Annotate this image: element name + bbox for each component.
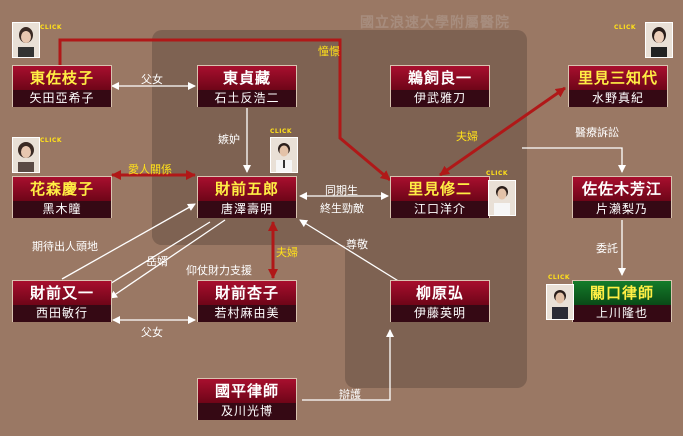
node-satomi-michiyo[interactable]: 里見三知代水野真紀 <box>568 65 668 107</box>
portrait-zaizen-photo[interactable] <box>270 137 298 173</box>
actor-name: 片瀨梨乃 <box>573 201 671 218</box>
label-in-law: 岳婿 <box>146 255 168 268</box>
node-sasaki[interactable]: 佐佐木芳江片瀨梨乃 <box>572 176 672 218</box>
actor-name: 若村麻由美 <box>198 305 296 322</box>
role-name: 東貞藏 <box>198 66 296 90</box>
label-lover-relationship: 愛人關係 <box>128 163 172 176</box>
portrait-sekiguchi-photo[interactable] <box>546 284 574 320</box>
node-yanagihara[interactable]: 柳原弘伊藤英明 <box>390 280 490 322</box>
edge-in-law <box>99 221 211 291</box>
role-name: 東佐枝子 <box>13 66 111 90</box>
node-satomi-shuji[interactable]: 里見修二江口洋介 <box>390 176 490 218</box>
actor-name: 水野真紀 <box>569 90 667 107</box>
label-jealousy: 嫉妒 <box>218 133 240 146</box>
actor-name: 伊藤英明 <box>391 305 489 322</box>
click-tag[interactable]: CLICK <box>40 24 63 31</box>
portrait-hanamori-photo[interactable] <box>12 137 40 173</box>
actor-name: 上川隆也 <box>573 305 671 322</box>
label-zaizen-couple: 夫婦 <box>276 246 298 259</box>
actor-name: 唐澤壽明 <box>198 201 296 218</box>
node-zaizen-goro[interactable]: 財前五郎唐澤壽明 <box>197 176 297 218</box>
actor-name: 伊武雅刀 <box>391 90 489 107</box>
actor-name: 西田敏行 <box>13 305 111 322</box>
role-name: 鵜飼良一 <box>391 66 489 90</box>
label-respect: 尊敬 <box>346 238 368 251</box>
node-zaizen-kyoko[interactable]: 財前杏子若村麻由美 <box>197 280 297 322</box>
role-name: 國平律師 <box>198 379 296 403</box>
role-name: 里見三知代 <box>569 66 667 90</box>
click-tag[interactable]: CLICK <box>486 170 509 177</box>
hospital-watermark: 國立浪速大學附屬醫院 <box>360 15 510 31</box>
role-name: 財前又一 <box>13 281 111 305</box>
role-name: 佐佐木芳江 <box>573 177 671 201</box>
label-father-daughter-2: 父女 <box>141 326 163 339</box>
edge-mataichi-expects <box>61 203 196 280</box>
node-higashi-teizo[interactable]: 東貞藏石土反浩二 <box>197 65 297 107</box>
edge-yanagihara-respects <box>299 219 401 283</box>
actor-name: 石土反浩二 <box>198 90 296 107</box>
edge-defense <box>302 329 394 401</box>
click-tag[interactable]: CLICK <box>40 137 63 144</box>
node-ukai[interactable]: 鵜飼良一伊武雅刀 <box>390 65 490 107</box>
role-name: 柳原弘 <box>391 281 489 305</box>
edge-saeko-admires-satomi <box>58 38 391 182</box>
label-father-daughter: 父女 <box>141 73 163 86</box>
click-tag[interactable]: CLICK <box>548 274 571 281</box>
role-name: 財前五郎 <box>198 177 296 201</box>
label-lifelong-rivals: 終生勁敵 <box>320 202 364 215</box>
click-tag[interactable]: CLICK <box>614 24 637 31</box>
role-name: 花森慶子 <box>13 177 111 201</box>
actor-name: 黑木瞳 <box>13 201 111 218</box>
node-higashi-saeko[interactable]: 東佐枝子矢田亞希子 <box>12 65 112 107</box>
label-defense: 辯護 <box>339 388 361 401</box>
edge-satomi-couple <box>439 86 566 177</box>
portrait-saeko-photo[interactable] <box>12 22 40 58</box>
node-hanamori[interactable]: 花森慶子黑木瞳 <box>12 176 112 218</box>
portrait-satomi-photo[interactable] <box>488 180 516 216</box>
role-name: 財前杏子 <box>198 281 296 305</box>
label-admiration: 憧憬 <box>318 45 340 58</box>
node-kunihira[interactable]: 國平律師及川光博 <box>197 378 297 420</box>
actor-name: 及川光博 <box>198 403 296 420</box>
label-satomi-couple: 夫婦 <box>456 130 478 143</box>
label-expects-success: 期待出人頭地 <box>32 240 98 253</box>
label-malpractice-suit: 醫療訴訟 <box>575 126 619 139</box>
label-commission: 委託 <box>596 242 618 255</box>
node-zaizen-mataichi[interactable]: 財前又一西田敏行 <box>12 280 112 322</box>
role-name: 里見修二 <box>391 177 489 201</box>
label-financial-support: 仰仗財力支援 <box>186 264 252 277</box>
portrait-michiyo-photo[interactable] <box>645 22 673 58</box>
label-classmates: 同期生 <box>325 184 358 197</box>
role-name: 關口律師 <box>573 281 671 305</box>
node-sekiguchi[interactable]: 關口律師上川隆也 <box>572 280 672 322</box>
actor-name: 江口洋介 <box>391 201 489 218</box>
click-tag[interactable]: CLICK <box>270 128 293 135</box>
edge-financial-support <box>109 219 226 299</box>
actor-name: 矢田亞希子 <box>13 90 111 107</box>
edge-malpractice-suit <box>522 147 626 173</box>
